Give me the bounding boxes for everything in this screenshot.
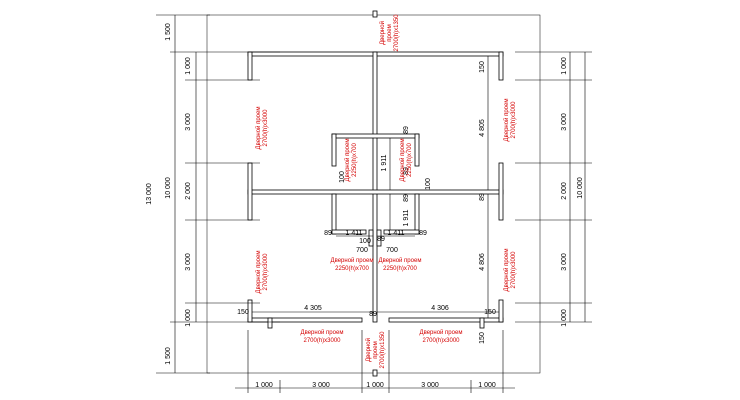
dim-3000-right-a: 3 000: [561, 113, 568, 131]
dim-13000: 13 000: [146, 183, 153, 205]
dim-89-right: 89: [479, 193, 486, 201]
dim-89-upper-room: 89: [403, 126, 410, 134]
door-inner-upper-right-name: Дверной проем: [399, 139, 406, 182]
door-inner-upper-left-name: Дверной проем: [344, 139, 351, 182]
door-bottom-size: 2700(h)x1350: [380, 331, 386, 369]
dim-700-left: 700: [356, 247, 368, 254]
dim-1500-bottom-left: 1 500: [165, 347, 172, 365]
door-bottom-line2: проем: [373, 341, 379, 358]
dim-100-upper-right: 100: [425, 178, 432, 190]
dim-1000-left-b: 1 000: [185, 309, 192, 327]
dim-150-bottom-left: 150: [237, 309, 249, 316]
door-bottom-right-size: 2700(h)x3000: [422, 338, 460, 344]
dim-4806: 4 806: [479, 253, 486, 271]
door-lower-right-name: Дверной проем: [503, 249, 510, 292]
door-lower-left-size: 2700(h)x3000: [263, 253, 269, 291]
door-inner-upper-right-size: 2250(h)x700: [407, 142, 413, 176]
door-top-line1: Дверной: [379, 21, 386, 45]
dim-1000-bottom-a: 1 000: [255, 382, 273, 389]
dim-100-lower: 100: [359, 238, 371, 245]
right-dimension-chain: 1 000 3 000 2 000 3 000 1 000 10 000: [515, 51, 592, 327]
door-inner-upper-left-size: 2250(h)x700: [352, 142, 358, 176]
door-upper-left-name: Дверной проем: [255, 107, 262, 150]
dim-1000-left-a: 1 000: [185, 57, 192, 75]
door-bottom-left-name: Дверной проем: [301, 329, 344, 336]
door-top-size: 2700(h)x1350: [394, 14, 400, 52]
dim-89-lower-right: 89: [419, 230, 427, 237]
dim-89-lower-left: 89: [324, 230, 332, 237]
door-upper-right-name: Дверной проем: [503, 99, 510, 142]
door-bottom-right-name: Дверной проем: [420, 329, 463, 336]
interior-dimensions: 150 4 805 89 4 806 150 89 1 911 89 89 1 …: [237, 56, 499, 344]
door-bottom-left-size: 2700(h)x3000: [303, 338, 341, 344]
dim-1000-right-a: 1 000: [561, 57, 568, 75]
dim-2000-right: 2 000: [561, 182, 568, 200]
dim-4805: 4 805: [479, 119, 486, 137]
bottom-dimension-chain: 1 000 3 000 1 000 3 000 1 000: [235, 330, 515, 393]
door-inner-lower-right-name: Дверной проем: [379, 257, 422, 264]
dim-150-bottom-right: 150: [479, 332, 486, 344]
dim-150-bottom-mid: 150: [484, 309, 496, 316]
dim-700-right: 700: [386, 247, 398, 254]
door-lower-left-name: Дверной проем: [255, 251, 262, 294]
door-inner-lower-left-size: 2250(h)x700: [335, 266, 369, 272]
left-dimension-chain: 13 000 10 000 1 500 1 500 1 000 3 000 2 …: [146, 14, 280, 374]
dim-10000-left: 10 000: [165, 177, 172, 199]
dim-3000-bottom-a: 3 000: [312, 382, 330, 389]
dim-1500-top-left: 1 500: [165, 23, 172, 41]
dim-4305: 4 305: [304, 305, 322, 312]
dim-89-bottom: 89: [369, 311, 377, 318]
door-inner-lower-left-name: Дверной проем: [331, 257, 374, 264]
dim-3000-left-b: 3 000: [185, 253, 192, 271]
dim-1000-bottom-c: 1 000: [478, 382, 496, 389]
dim-3000-right-b: 3 000: [561, 253, 568, 271]
dim-4306: 4 306: [431, 305, 449, 312]
door-top-line2: проем: [387, 24, 393, 41]
dim-1411-left: 1 411: [346, 230, 363, 237]
dim-150-top: 150: [479, 61, 486, 73]
dim-1000-right-b: 1 000: [561, 309, 568, 327]
dim-3000-bottom-b: 3 000: [421, 382, 439, 389]
dim-3000-left-a: 3 000: [185, 113, 192, 131]
dim-100-upper-left: 100: [339, 171, 346, 183]
door-inner-lower-right-size: 2250(h)x700: [383, 266, 417, 272]
dim-1911-upper: 1 911: [381, 154, 388, 171]
dim-2000-left: 2 000: [185, 182, 192, 200]
door-upper-right-size: 2700(h)x3000: [511, 101, 517, 139]
dim-1411-right: 1 411: [388, 230, 405, 237]
door-lower-right-size: 2700(h)x3000: [511, 251, 517, 289]
dim-10000-right: 10 000: [577, 177, 584, 199]
dim-89-mid-lower: 89: [403, 194, 410, 202]
door-upper-left-size: 2700(h)x3000: [263, 109, 269, 147]
walls: [247, 10, 504, 377]
door-bottom-line1: Дверной: [365, 338, 372, 362]
door-labels: Дверной проем 2700(h)x1350 Дверной проем…: [255, 14, 517, 369]
dim-1911-lower: 1 911: [403, 209, 410, 226]
dim-1000-bottom-b: 1 000: [366, 382, 384, 389]
dim-89-lower-center: 89: [377, 236, 385, 243]
dim-89-mid-upper: 89: [403, 167, 410, 175]
